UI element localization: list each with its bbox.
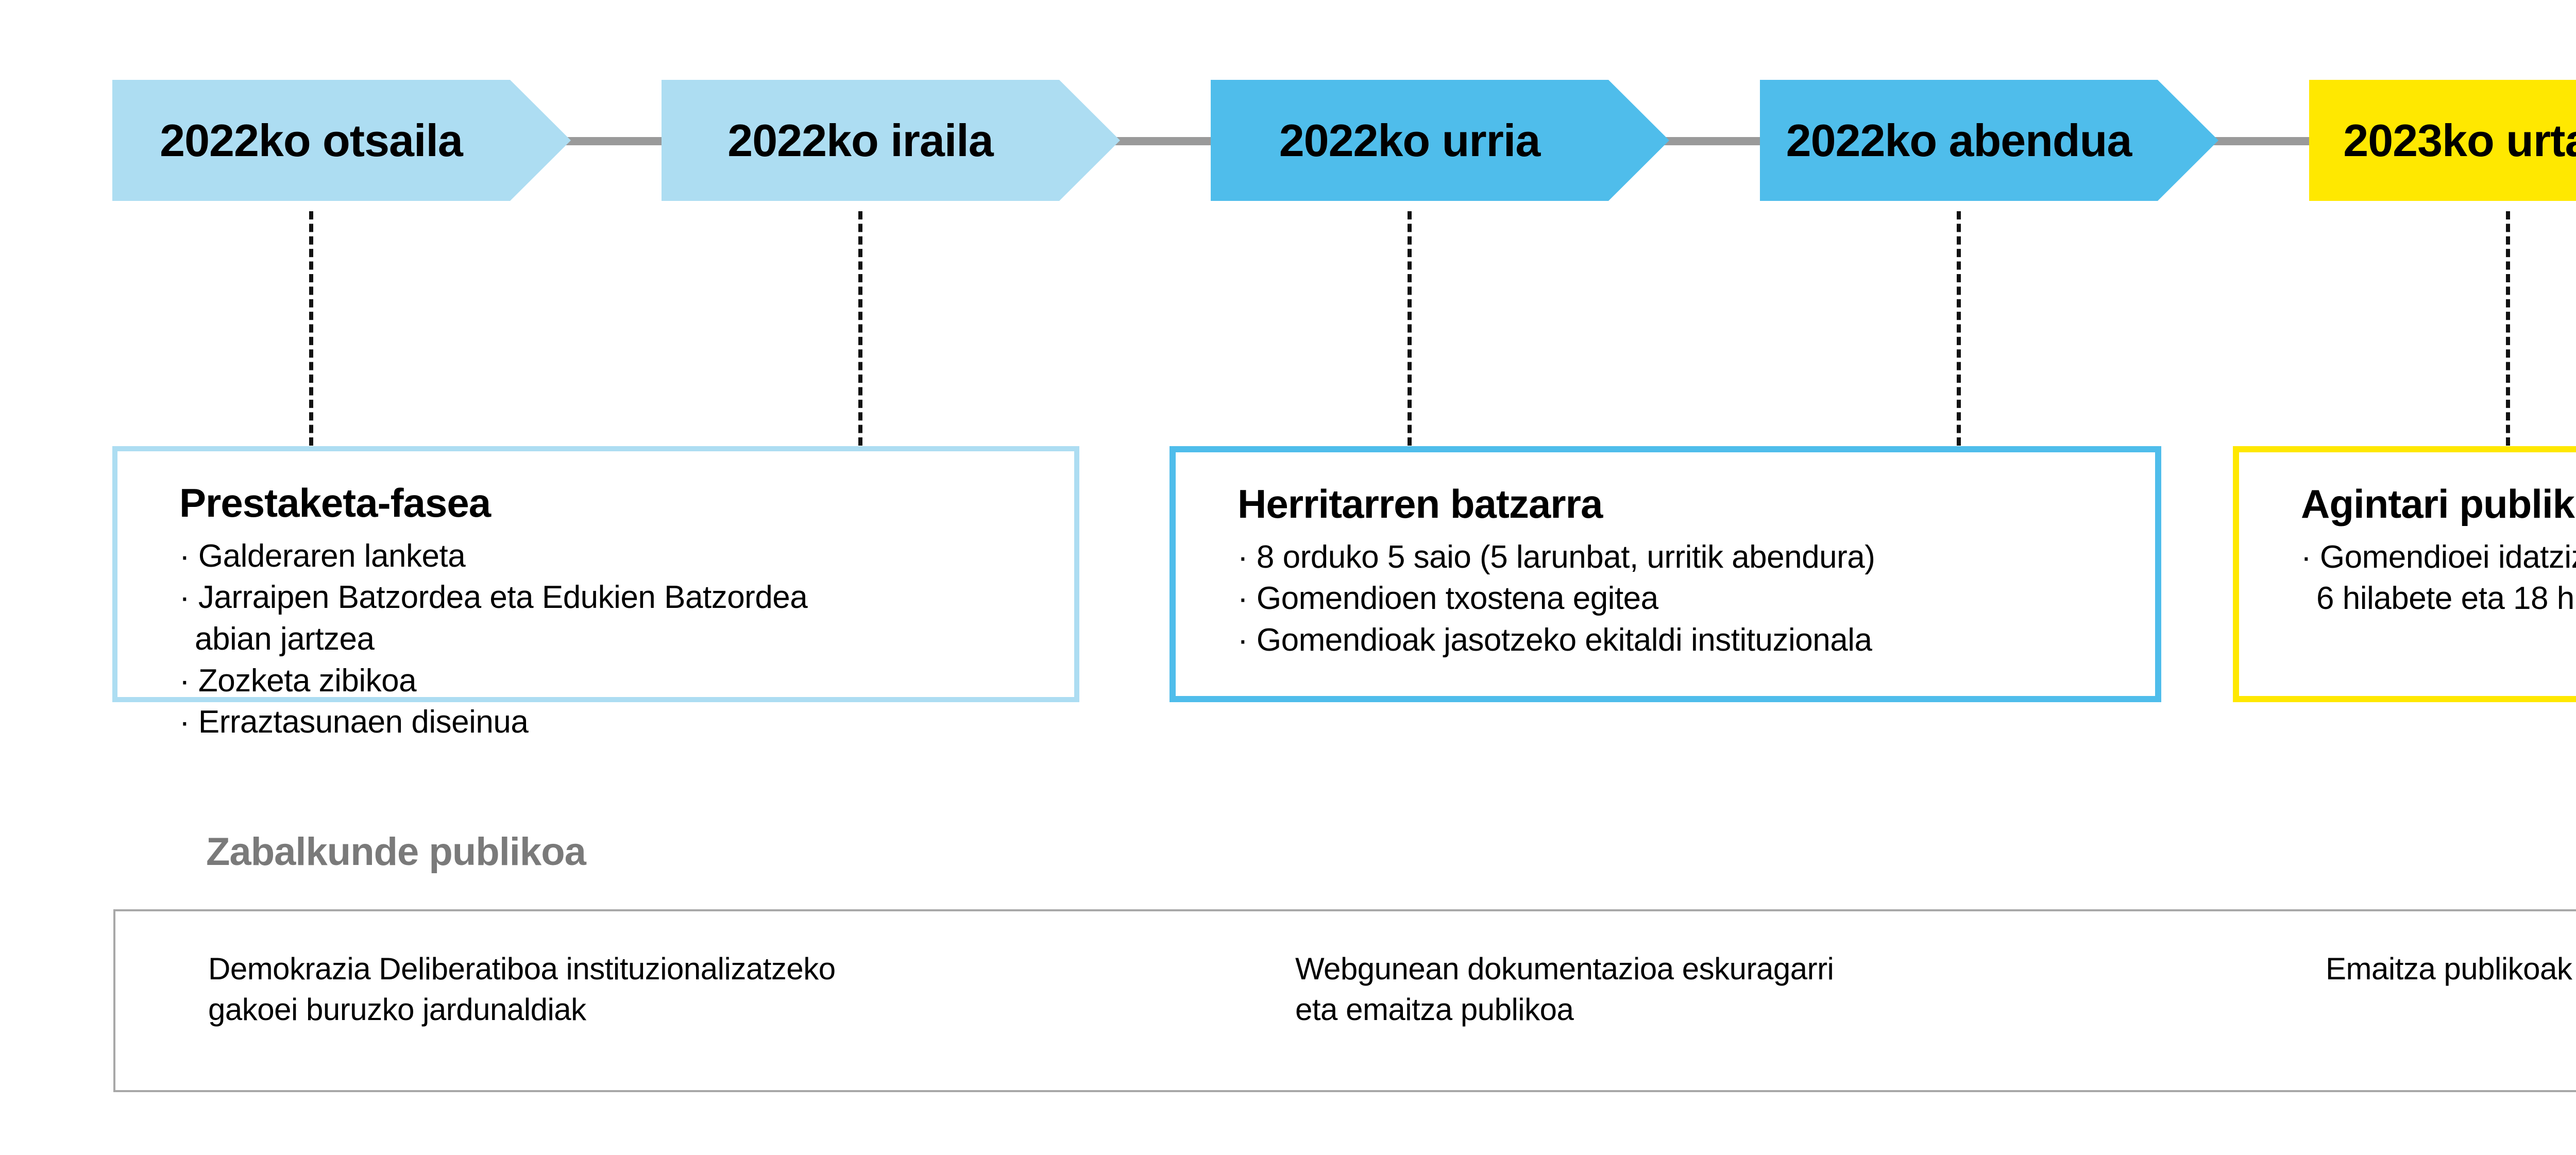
dashed-connector-line-5 — [2506, 211, 2510, 446]
chevron-shape — [1211, 80, 1669, 201]
timeline-milestone-2022ko-abendua[interactable]: 2022ko abendua — [1760, 80, 2218, 201]
chevron-shape — [112, 80, 571, 201]
timeline-milestone-2022ko-urria[interactable]: 2022ko urria — [1211, 80, 1669, 201]
dissemination-box: Demokrazia Deliberatiboa instituzionaliz… — [113, 909, 2576, 1092]
phase-title: Agintari publikoa — [2301, 481, 2576, 526]
phase-title: Herritarren batzarra — [1238, 481, 1603, 526]
phase-box-agintari-publikoa[interactable]: Agintari publikoa Gomendioei idatzizko e… — [2233, 446, 2576, 702]
chevron-shape — [2309, 80, 2576, 201]
timeline-milestone-2022ko-otsaila[interactable]: 2022ko otsaila — [112, 80, 571, 201]
phase-item-list: Gomendioei idatzizko erantzunak eman 2 h… — [2301, 537, 2576, 620]
phase-content: Prestaketa-fasea Galderaren lanketa Jarr… — [117, 451, 1074, 743]
chevron-shape — [1760, 80, 2218, 201]
timeline-connector-4 — [2211, 137, 2309, 145]
dashed-connector-line-3 — [1408, 211, 1412, 446]
phase-item-list: 8 orduko 5 saio (5 larunbat, urritik abe… — [1238, 537, 2155, 661]
chevron-shape — [662, 80, 1120, 201]
list-item: Gomendioak jasotzeko ekitaldi instituzio… — [1238, 620, 2155, 661]
milestone-label: 2022ko otsaila — [160, 114, 463, 166]
timeline-milestone-2022ko-iraila[interactable]: 2022ko iraila — [662, 80, 1120, 201]
phase-item-list: Galderaren lanketa Jarraipen Batzordea e… — [179, 536, 1074, 743]
list-item: 8 orduko 5 saio (5 larunbat, urritik abe… — [1238, 537, 2155, 579]
timeline-connector-1 — [565, 137, 663, 145]
milestone-label: 2022ko abendua — [1786, 114, 2132, 166]
dissemination-column-1: Demokrazia Deliberatiboa instituzionaliz… — [208, 952, 836, 1027]
milestone-label: 2022ko iraila — [727, 114, 993, 166]
milestone-label: 2023ko urtarrila — [2343, 114, 2576, 166]
phase-title: Prestaketa-fasea — [179, 480, 491, 525]
phase-box-herritarren-batzarra[interactable]: Herritarren batzarra 8 orduko 5 saio (5 … — [1170, 446, 2161, 702]
milestone-label: 2022ko urria — [1279, 114, 1541, 166]
dashed-connector-line-4 — [1957, 211, 1961, 446]
timeline-connector-2 — [1113, 137, 1211, 145]
timeline-connector-3 — [1662, 137, 1760, 145]
list-item: Galderaren lanketa — [179, 536, 1074, 578]
dashed-connector-line-2 — [858, 211, 862, 446]
dissemination-column-2: Webgunean dokumentazioa eskuragarri eta … — [1295, 952, 1834, 1027]
phase-content: Agintari publikoa Gomendioei idatzizko e… — [2239, 452, 2576, 620]
timeline-milestone-row: 2022ko otsaila 2022ko iraila 2022ko urri… — [0, 0, 2576, 216]
dashed-connector-line-1 — [309, 211, 313, 446]
timeline-milestone-2023ko-urtarrila[interactable]: 2023ko urtarrila — [2309, 80, 2576, 201]
list-item: Zozketa zibikoa — [179, 660, 1074, 702]
list-item: Gomendioei idatzizko erantzunak eman 2 h… — [2301, 537, 2576, 620]
dissemination-column-3: Emaitza publikoak eta hauek zabaltzeko e… — [2326, 952, 2572, 986]
phase-box-prestaketa-fasea[interactable]: Prestaketa-fasea Galderaren lanketa Jarr… — [112, 446, 1079, 740]
dissemination-section-title: Zabalkunde publikoa — [206, 830, 586, 874]
list-item: Erraztasunaen diseinua — [179, 702, 1074, 743]
phase-content: Herritarren batzarra 8 orduko 5 saio (5 … — [1176, 452, 2155, 661]
list-item: Jarraipen Batzordea eta Edukien Batzorde… — [179, 577, 1074, 660]
list-item: Gomendioen txostena egitea — [1238, 578, 2155, 620]
